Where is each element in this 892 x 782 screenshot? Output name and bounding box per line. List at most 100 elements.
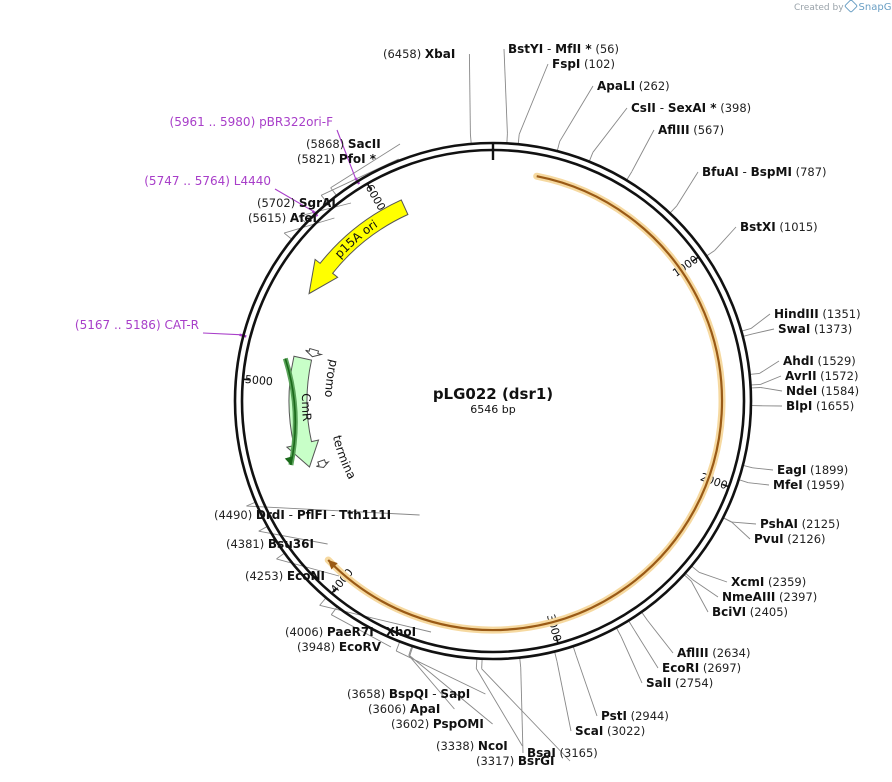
tick-mark (555, 636, 559, 644)
site-leader (633, 628, 659, 669)
site-tick (283, 232, 292, 240)
site-tick (684, 574, 692, 582)
site-tick (739, 479, 749, 484)
site-position: (102) (580, 57, 615, 71)
site-leader (732, 521, 757, 525)
site-position: (1015) (776, 220, 818, 234)
site-name: SalI (646, 676, 671, 690)
site-position: (3606) (368, 702, 410, 716)
site-tick (670, 205, 678, 213)
tick-mark (331, 587, 337, 594)
site-leader (556, 661, 572, 732)
restriction-site-label: BstYI - MfII * (56) (508, 42, 619, 56)
site-tick (557, 141, 561, 151)
site-position: (2126) (784, 532, 826, 546)
site-position: (3602) (391, 717, 433, 731)
restriction-site-label: (4006) PaeR7I - XhoI (285, 625, 416, 639)
primer-leader (274, 188, 313, 212)
primer-range: (5167 .. 5186) (75, 318, 165, 332)
restriction-site-label: ScaI (3022) (575, 724, 645, 738)
site-separator: - (739, 165, 751, 179)
restriction-site-label: (3606) ApaI (368, 702, 440, 716)
snapgene-watermark: Created bySnapGene (794, 0, 892, 14)
site-name: BciVI (712, 605, 746, 619)
restriction-site-label: FspI (102) (552, 57, 615, 71)
site-position: (1529) (814, 354, 856, 368)
site-position: (4490) (214, 508, 256, 522)
restriction-site-label: (4253) EcoNI (245, 569, 325, 583)
site-position: (56) (592, 42, 619, 56)
restriction-site-label: (6458) XbaI (383, 47, 455, 61)
site-tick (319, 598, 326, 606)
restriction-site-label: SwaI (1373) (778, 322, 852, 336)
site-position: (2754) (671, 676, 713, 690)
site-tick (320, 195, 328, 203)
site-position: (1655) (812, 399, 854, 413)
site-leader (748, 482, 770, 486)
cat-promoter-arrow (305, 347, 324, 358)
site-leader (752, 467, 774, 471)
restriction-site-label: HindIII (1351) (774, 307, 861, 321)
site-tick (395, 642, 400, 652)
restriction-site-label: (5615) AfeI (248, 211, 317, 225)
tick-mark (242, 378, 250, 381)
watermark-brand: SnapGene (858, 2, 892, 13)
site-leader (631, 129, 655, 172)
restriction-site-label: PstI (2944) (601, 709, 669, 723)
site-tick (751, 383, 761, 386)
tick-mark (722, 483, 730, 488)
site-separator: - (543, 42, 555, 56)
site-name: EcoNI (287, 569, 325, 583)
site-separator: - (374, 625, 386, 639)
orf-arc (327, 175, 724, 632)
site-name: EcoRI (662, 661, 699, 675)
site-leader (760, 375, 782, 385)
site-tick (626, 171, 633, 180)
site-position: (2359) (764, 575, 806, 589)
restriction-site-label: (3948) EcoRV (297, 640, 382, 654)
site-position: (5868) (306, 137, 348, 151)
site-name: PfoI * (339, 152, 377, 166)
restriction-site-label: EagI (1899) (777, 463, 848, 477)
site-leader (690, 581, 709, 613)
site-labels: (6458) XbaI BstYI - MfII * (56)FspI (102)… (75, 42, 861, 768)
site-leader (319, 604, 432, 633)
site-name: EcoRV (339, 640, 382, 654)
site-tick (750, 372, 760, 375)
restriction-site-label: ApaLI (262) (597, 79, 670, 93)
site-name: XhoI (386, 625, 417, 639)
site-name: ApaI (410, 702, 440, 716)
primer-label: (5167 .. 5186) CAT-R (75, 318, 199, 332)
site-name: HindIII (774, 307, 819, 321)
site-name: DrdI (256, 508, 285, 522)
site-name: PflFI (297, 508, 327, 522)
primer-range: (5747 .. 5764) (144, 174, 234, 188)
restriction-site-label: XcmI (2359) (731, 575, 806, 589)
site-tick (517, 134, 520, 144)
tick-mark (366, 183, 372, 191)
site-name: NmeAIII (722, 590, 775, 604)
site-tick (475, 659, 478, 669)
site-leader (503, 48, 508, 134)
site-name: PaeR7I (327, 625, 374, 639)
site-tick (616, 628, 622, 637)
site-name: PvuI (754, 532, 784, 546)
site-leader (620, 636, 643, 684)
plasmid-name: pLG022 (dsr1) (433, 385, 553, 403)
site-leader (246, 505, 420, 516)
site-separator: - (327, 508, 339, 522)
site-name: AflIII (658, 123, 690, 137)
restriction-site-label: (4381) Bsu36I (226, 537, 314, 551)
site-position: (5615) (248, 211, 290, 225)
site-position: (4253) (245, 569, 287, 583)
site-name: Tth111I (339, 508, 391, 522)
restriction-site-label: (5868) SacII (306, 137, 381, 151)
site-name: AvrII (785, 369, 817, 383)
restriction-site-label: AflIII (2634) (677, 646, 750, 660)
site-tick (589, 152, 594, 161)
site-position: (1373) (810, 322, 852, 336)
site-position: (4006) (285, 625, 327, 639)
primer-range: (5961 .. 5980) (170, 115, 260, 129)
restriction-site-label: EcoRI (2697) (662, 661, 741, 675)
site-leader (752, 328, 775, 335)
